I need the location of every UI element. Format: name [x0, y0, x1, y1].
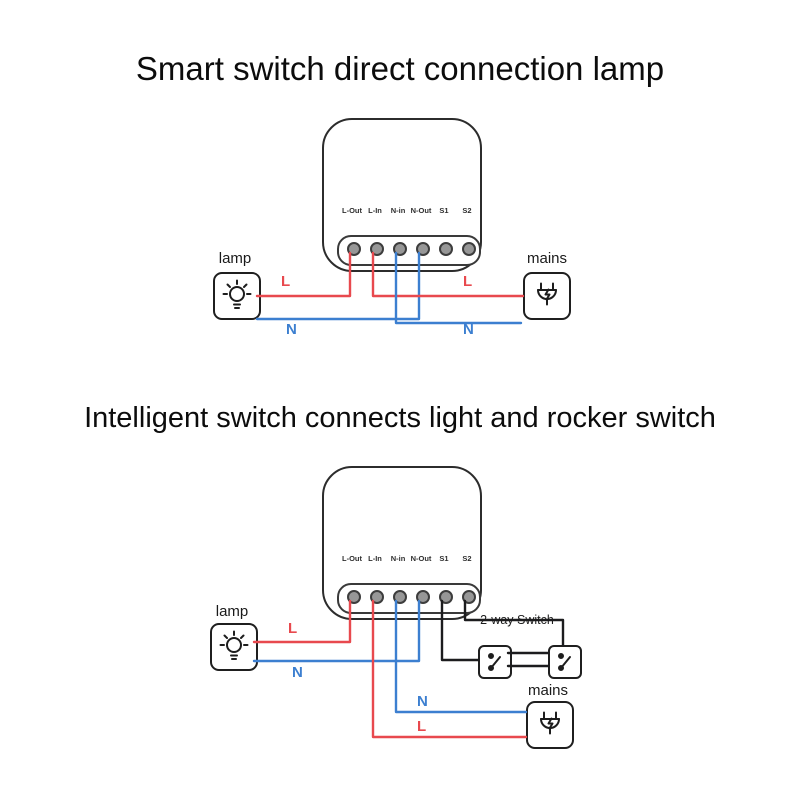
mains-icon-box-bottom: [526, 701, 574, 749]
terminal-label-l-in: L-In: [368, 206, 382, 215]
terminal-label-l-out: L-Out: [342, 554, 362, 563]
mains-label-bottom: mains: [527, 682, 568, 699]
terminal-screw: [393, 589, 407, 604]
switch-toggle-icon: [558, 653, 571, 671]
smart-switch-device-bottom: L-Out L-In N-in N-Out S1 S2: [322, 466, 482, 620]
terminal-label-n-out: N-Out: [410, 554, 432, 563]
wire-label-mains-neutral-top: N: [463, 321, 474, 338]
smart-switch-device-top: L-Out L-In N-in N-Out S1 S2: [322, 118, 482, 272]
terminal-label-s2: S2: [462, 206, 472, 215]
wire-label-mains-neutral-bottom: N: [417, 693, 428, 710]
terminal-screw: [370, 241, 384, 256]
terminal-strip-top: [337, 235, 481, 266]
lamp-icon-box-bottom: [210, 623, 258, 671]
terminal-label-l-out: L-Out: [342, 206, 362, 215]
wire-label-mains-live-top: L: [463, 273, 473, 290]
terminal-labels-top: L-Out L-In N-in N-Out S1 S2: [341, 206, 479, 215]
terminal-label-s2: S2: [462, 554, 472, 563]
terminal-strip-bottom: [337, 583, 481, 614]
terminal-screw: [347, 241, 361, 256]
terminal-screw: [439, 241, 453, 256]
wire-label-lamp-live-bottom: L: [288, 620, 298, 637]
terminal-screw: [462, 241, 476, 256]
mains-label-top: mains: [526, 250, 567, 267]
terminal-screw: [439, 589, 453, 604]
terminal-label-l-in: L-In: [368, 554, 382, 563]
terminal-screw: [347, 589, 361, 604]
terminal-label-s1: S1: [439, 554, 449, 563]
wire-label-mains-live-bottom: L: [417, 718, 427, 735]
terminal-label-n-in: N-in: [390, 206, 406, 215]
bulb-icon: [219, 630, 249, 660]
diagram-title-top: Smart switch direct connection lamp: [135, 50, 665, 87]
rocker-switch-icon-b: [548, 645, 582, 679]
plug-icon: [540, 711, 560, 735]
plug-icon: [537, 282, 557, 306]
lamp-label-top: lamp: [218, 250, 252, 267]
terminal-screw: [416, 241, 430, 256]
mains-icon-box-top: [523, 272, 571, 320]
terminal-screw: [416, 589, 430, 604]
terminal-label-n-in: N-in: [390, 554, 406, 563]
lamp-icon-box-top: [213, 272, 261, 320]
terminal-screw: [370, 589, 384, 604]
bulb-icon: [222, 279, 252, 309]
wire-label-lamp-live-top: L: [281, 273, 291, 290]
terminal-label-s1: S1: [439, 206, 449, 215]
terminal-label-n-out: N-Out: [410, 206, 432, 215]
terminal-screw: [462, 589, 476, 604]
rocker-switch-icon-a: [478, 645, 512, 679]
terminal-labels-bottom: L-Out L-In N-in N-Out S1 S2: [341, 554, 479, 563]
wire-label-lamp-neutral-top: N: [286, 321, 297, 338]
wire-label-lamp-neutral-bottom: N: [292, 664, 303, 681]
diagram-title-bottom: Intelligent switch connects light and ro…: [84, 402, 716, 434]
two-way-switch-label: 2-way Switch: [480, 613, 554, 627]
terminal-screw: [393, 241, 407, 256]
switch-toggle-icon: [488, 653, 501, 671]
lamp-label-bottom: lamp: [215, 603, 249, 620]
